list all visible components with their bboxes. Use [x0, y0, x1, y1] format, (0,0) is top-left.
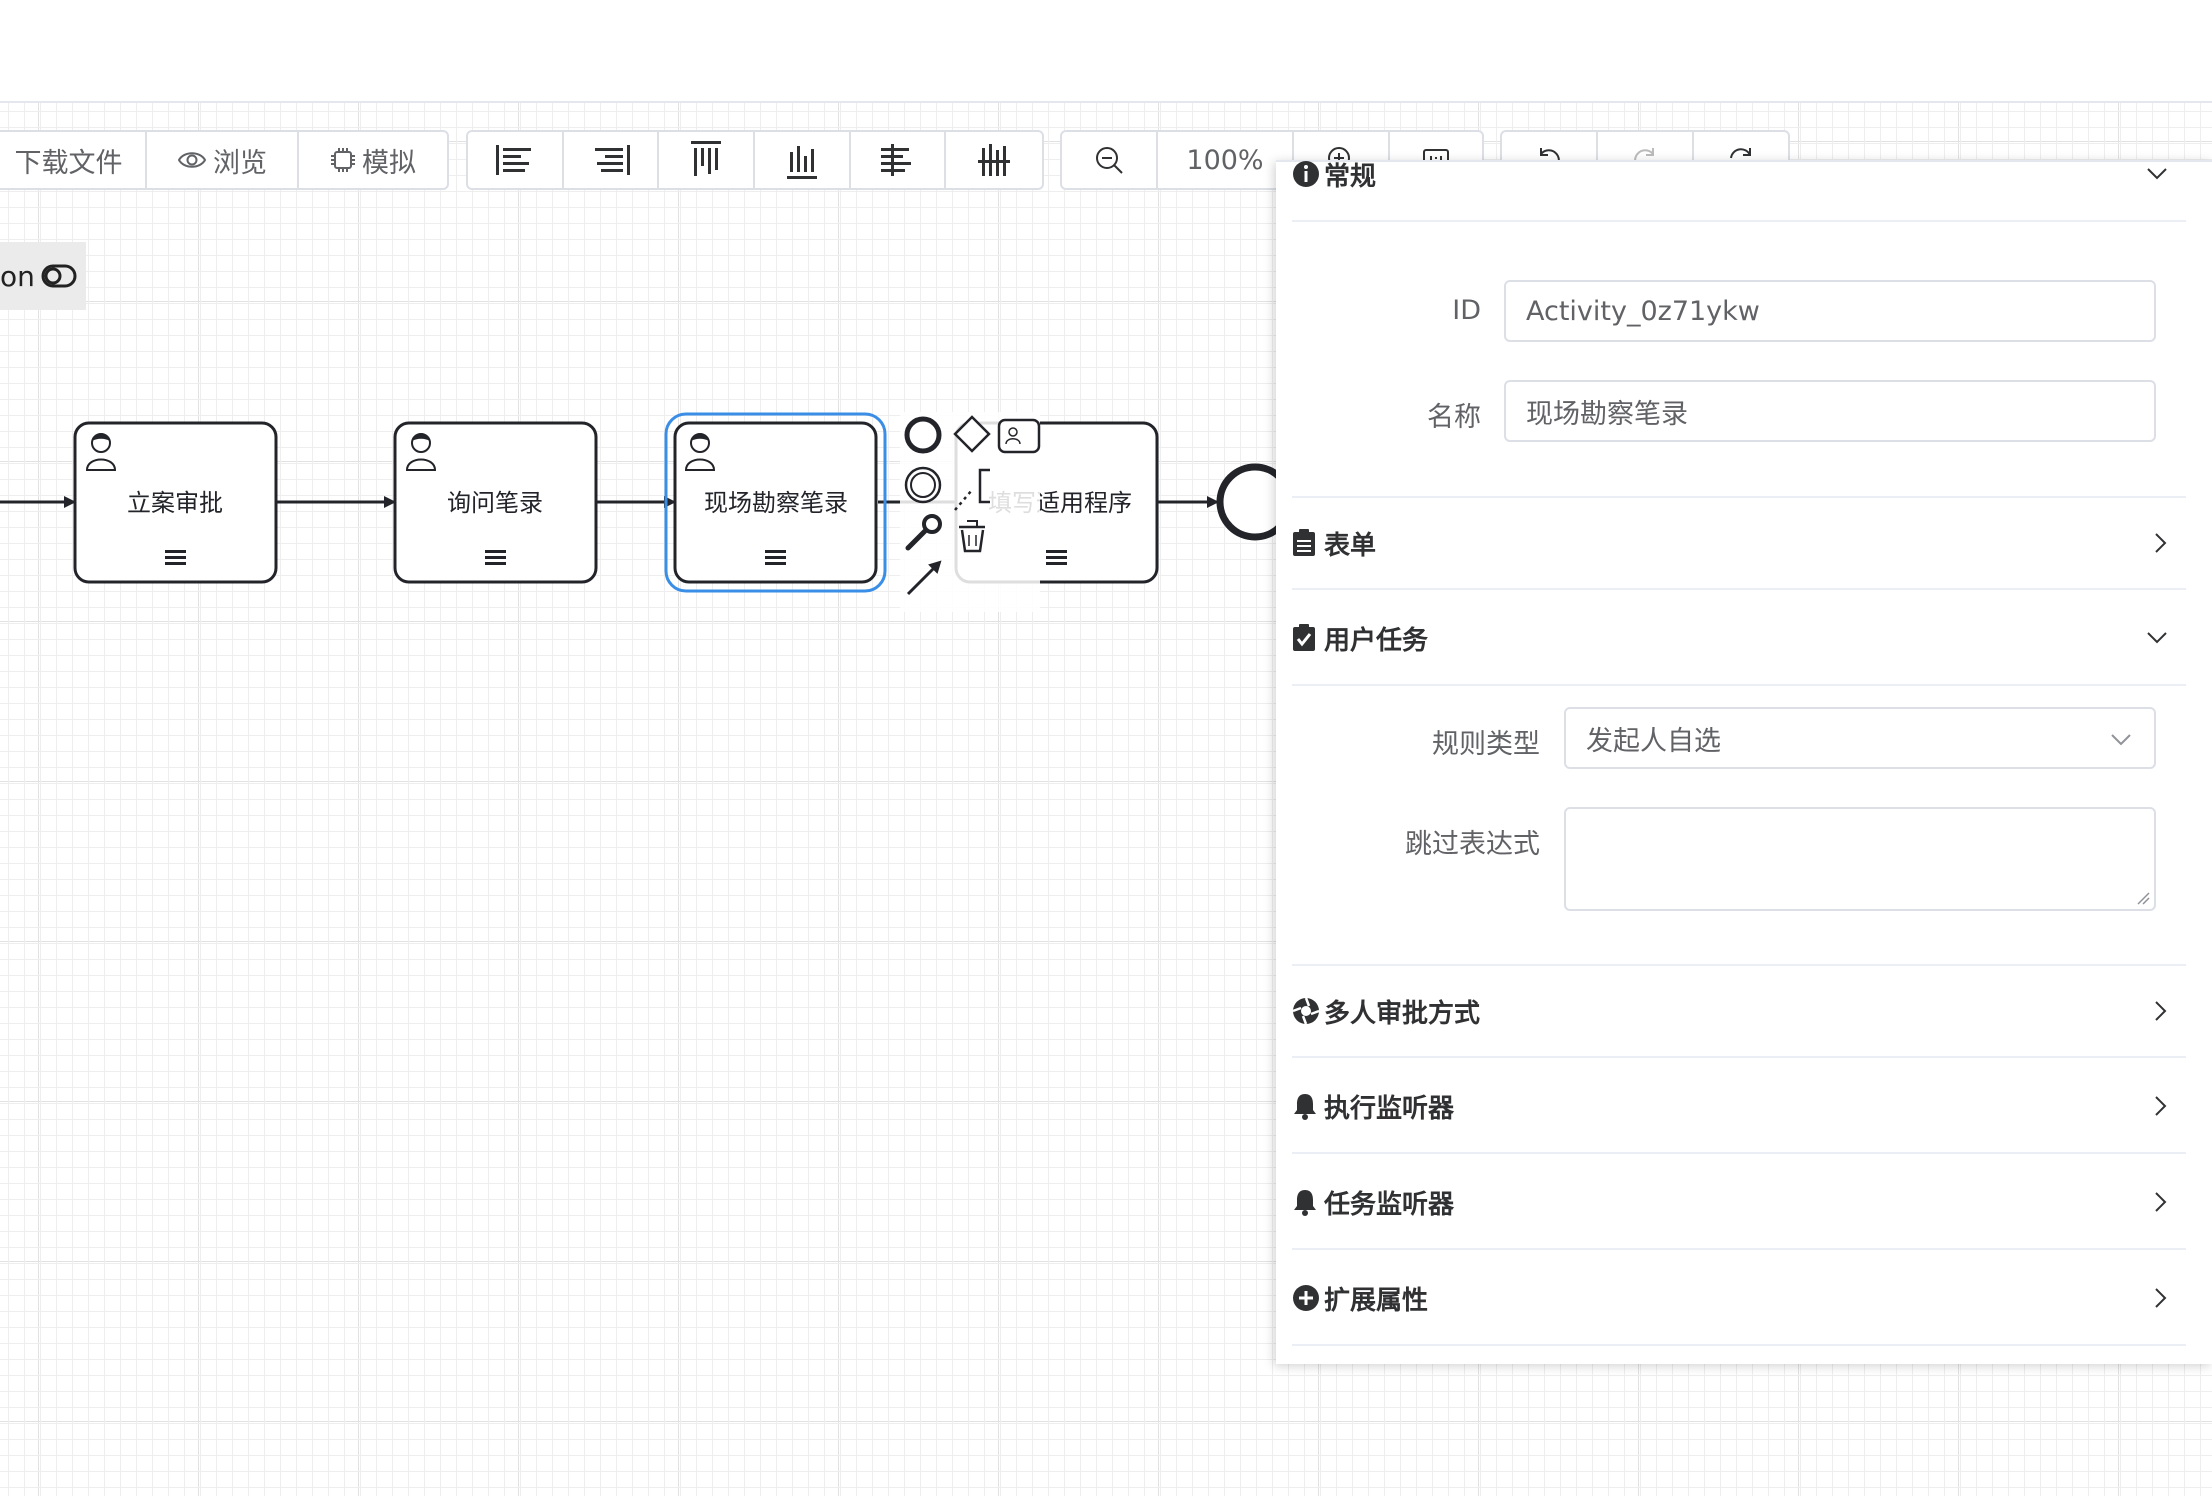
toggle-icon: [41, 264, 77, 288]
align-toolbar-group: [466, 130, 1044, 190]
eye-icon: [177, 152, 207, 168]
align-center-button[interactable]: [851, 132, 947, 188]
file-toolbar-group: 下载文件 浏览 模拟: [0, 130, 449, 190]
align-center-icon: [880, 144, 911, 176]
wrench-icon[interactable]: [905, 514, 942, 551]
id-label: ID: [1452, 295, 1481, 326]
trash-icon[interactable]: [959, 520, 985, 553]
section-extension-properties-header[interactable]: 扩展属性: [1292, 1252, 2186, 1346]
id-input-value: Activity_0z71ykw: [1526, 295, 1760, 327]
task-label: 立案审批: [127, 489, 223, 517]
align-right-icon: [594, 145, 630, 175]
zoom-out-icon: [1096, 147, 1123, 174]
top-bar: [0, 0, 2212, 103]
align-left-icon: [495, 145, 531, 175]
section-form-header[interactable]: 表单: [1292, 496, 2186, 590]
info-icon: [1292, 160, 1320, 188]
align-top-button[interactable]: [659, 132, 756, 188]
section-task-listener-title: 任务监听器: [1324, 1189, 1455, 1220]
align-left-button[interactable]: [468, 132, 564, 188]
section-general-title: 常规: [1324, 161, 1377, 192]
cpu-icon: [331, 148, 355, 172]
skip-expression-label: 跳过表达式: [1405, 829, 1540, 860]
bpmn-diagram[interactable]: 立案审批 询问笔录: [0, 103, 2212, 1496]
zoom-level-text: 100%: [1186, 144, 1264, 176]
rule-type-label: 规则类型: [1432, 729, 1540, 760]
preview-button[interactable]: 浏览: [147, 132, 299, 188]
rule-type-select[interactable]: 发起人自选: [1564, 707, 2156, 769]
clipboard-check-icon: [1292, 624, 1320, 652]
task-label: 询问笔录: [447, 489, 543, 517]
name-label: 名称: [1427, 402, 1481, 433]
user-icon: [85, 433, 117, 471]
context-pad[interactable]: [900, 412, 1041, 612]
section-task-listener-header[interactable]: 任务监听器: [1292, 1156, 2186, 1250]
chevron-down-icon: [2147, 168, 2167, 180]
section-extension-properties-title: 扩展属性: [1324, 1285, 1429, 1316]
chevron-right-icon: [2155, 533, 2167, 553]
section-execution-listener-header[interactable]: 执行监听器: [1292, 1060, 2186, 1154]
chevron-right-icon: [2155, 1192, 2167, 1212]
chevron-right-icon: [2155, 1001, 2167, 1021]
download-file-label: 下载文件: [14, 147, 123, 179]
user-icon: [405, 433, 437, 471]
multi-instance-icon: [1046, 550, 1067, 565]
user-task-node-selected[interactable]: 现场勘察笔录: [664, 412, 887, 593]
append-end-event-icon[interactable]: [904, 416, 942, 454]
plus-circle-icon: [1292, 1284, 1320, 1312]
append-text-annotation-icon[interactable]: [954, 468, 990, 511]
section-multi-instance-title: 多人审批方式: [1324, 998, 1481, 1029]
multi-instance-icon: [765, 550, 786, 565]
section-multi-instance-header[interactable]: 多人审批方式: [1292, 964, 2186, 1058]
name-input[interactable]: 现场勘察笔录: [1504, 380, 2156, 442]
connect-arrow-icon[interactable]: [906, 560, 942, 596]
rule-type-value: 发起人自选: [1586, 725, 1721, 757]
section-form-title: 表单: [1324, 530, 1377, 561]
download-file-button[interactable]: 下载文件: [0, 132, 147, 188]
chevron-right-icon: [2155, 1288, 2167, 1308]
append-intermediate-event-icon[interactable]: [904, 466, 942, 504]
align-middle-button[interactable]: [946, 132, 1042, 188]
align-right-button[interactable]: [564, 132, 660, 188]
toggle-label: on: [0, 259, 35, 293]
multi-instance-icon: [165, 550, 186, 565]
align-top-icon: [691, 141, 722, 176]
zoom-level-display[interactable]: 100%: [1158, 132, 1294, 188]
task-label: 现场勘察笔录: [704, 489, 848, 517]
chevron-down-icon: [2147, 632, 2167, 644]
section-general-header[interactable]: 常规: [1292, 128, 2186, 222]
user-task-node[interactable]: 立案审批: [73, 421, 278, 584]
resize-handle-icon: [2137, 892, 2150, 905]
user-icon: [684, 433, 716, 471]
align-bottom-button[interactable]: [755, 132, 851, 188]
preview-label: 浏览: [213, 147, 267, 179]
user-task-node[interactable]: 询问笔录: [393, 421, 598, 584]
bell-icon: [1292, 1188, 1320, 1216]
properties-panel: 常规 ID Activity_0z71ykw 名称 现场勘察笔录 表单 用户任务…: [1276, 160, 2212, 1364]
chevron-right-icon: [2155, 1096, 2167, 1116]
align-middle-icon: [978, 144, 1011, 176]
section-user-task-title: 用户任务: [1324, 625, 1429, 656]
id-input[interactable]: Activity_0z71ykw: [1504, 280, 2156, 342]
align-bottom-icon: [786, 146, 817, 179]
toggle-switch[interactable]: on: [0, 242, 86, 310]
append-gateway-icon[interactable]: [953, 415, 991, 453]
section-user-task-header[interactable]: 用户任务: [1292, 592, 2186, 686]
zoom-out-button[interactable]: [1062, 132, 1158, 188]
skip-expression-textarea[interactable]: [1564, 807, 2156, 911]
append-task-icon[interactable]: [997, 418, 1041, 454]
name-input-value: 现场勘察笔录: [1526, 398, 1688, 430]
simulate-label: 模拟: [362, 147, 416, 179]
multi-instance-icon: [485, 550, 506, 565]
aperture-icon: [1292, 997, 1320, 1025]
simulate-button[interactable]: 模拟: [299, 132, 447, 188]
section-execution-listener-title: 执行监听器: [1324, 1093, 1455, 1124]
bell-icon: [1292, 1092, 1320, 1120]
form-icon: [1292, 529, 1320, 557]
chevron-down-icon: [2111, 734, 2131, 746]
